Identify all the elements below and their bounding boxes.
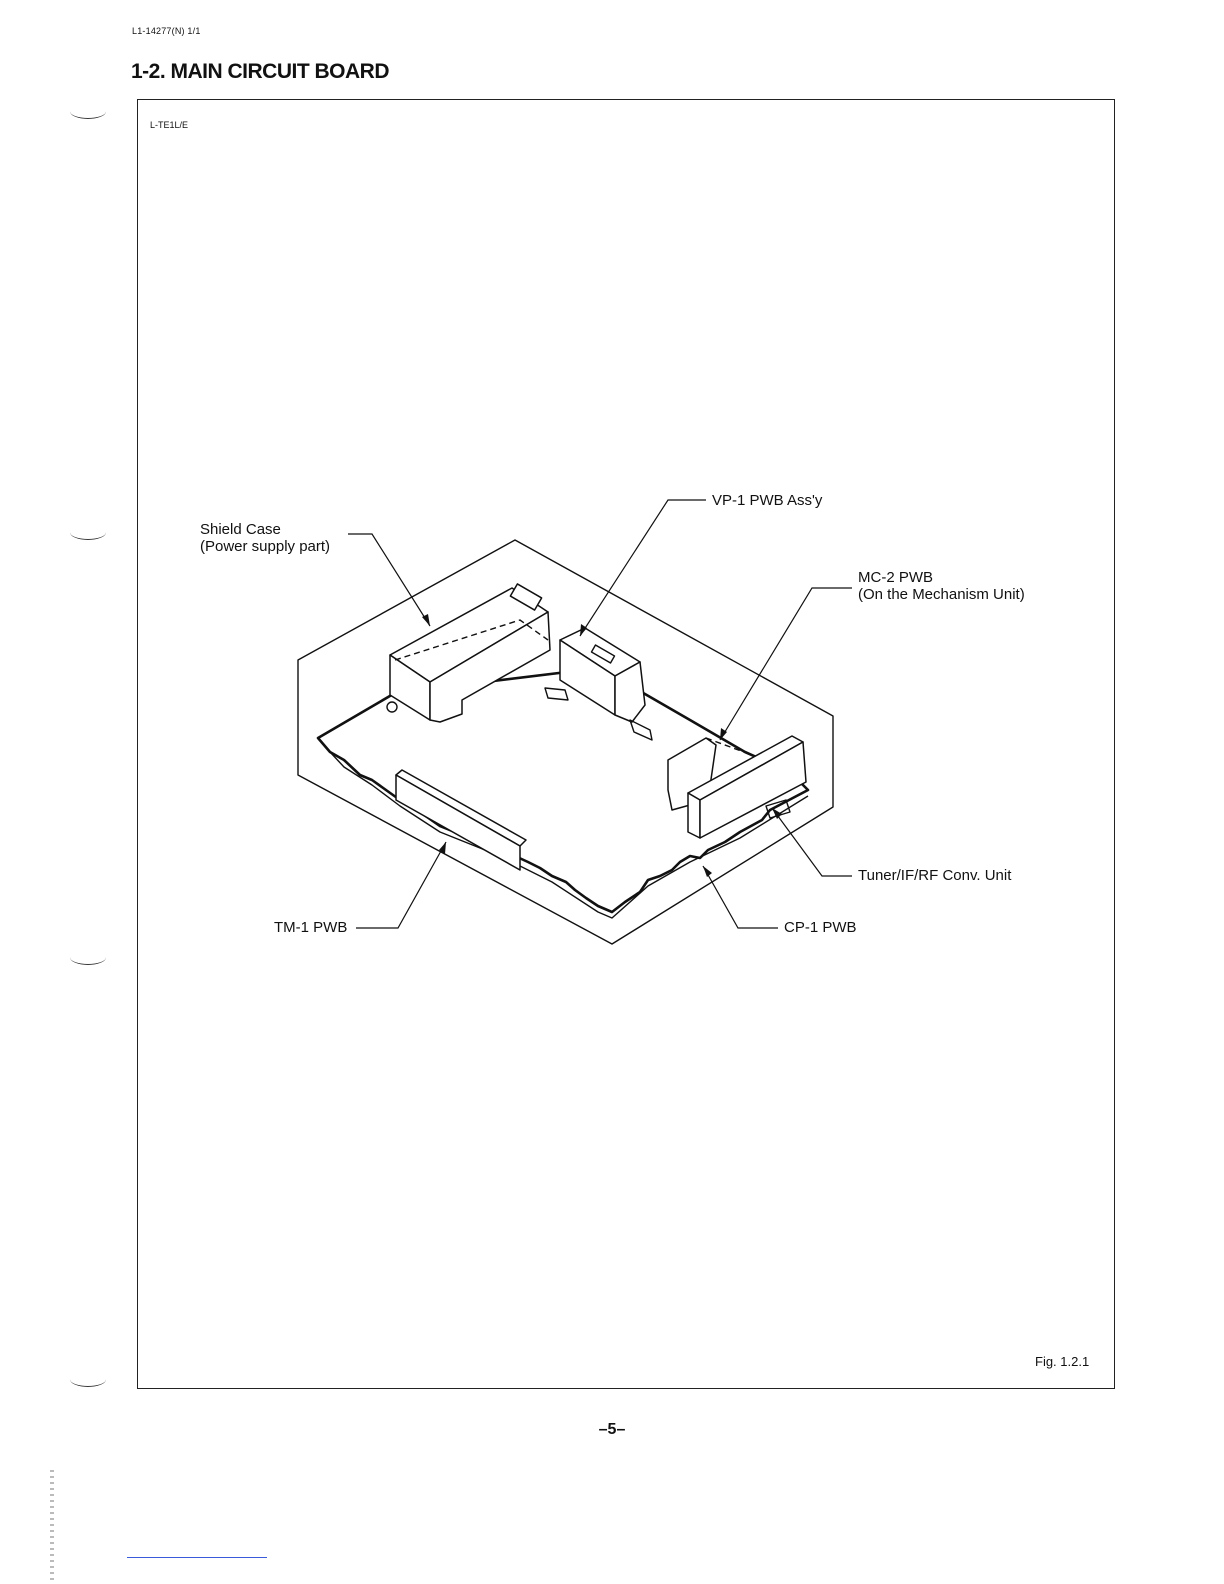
vp1-bracket-2 bbox=[630, 720, 652, 740]
vp1-bracket bbox=[545, 688, 568, 700]
page-number: –5– bbox=[0, 1421, 1224, 1439]
scan-edge-artifact bbox=[50, 1470, 54, 1580]
footer-link-underline bbox=[127, 1557, 267, 1558]
callout-mc2-line1: MC-2 PWB bbox=[858, 569, 1025, 586]
leader-vp1 bbox=[580, 500, 706, 636]
callout-shield-line1: Shield Case bbox=[200, 521, 330, 538]
callout-mc2-line2: (On the Mechanism Unit) bbox=[858, 586, 1025, 603]
tuner-front bbox=[688, 793, 700, 838]
callout-shield-case: Shield Case (Power supply part) bbox=[200, 521, 330, 555]
callout-cp1: CP-1 PWB bbox=[784, 919, 857, 936]
callout-tm1: TM-1 PWB bbox=[274, 919, 347, 936]
tm1-front bbox=[396, 775, 520, 870]
arrow-cp1 bbox=[703, 866, 712, 877]
shield-case-screw bbox=[387, 702, 397, 712]
callout-vp1: VP-1 PWB Ass'y bbox=[712, 492, 822, 509]
diagram-outline bbox=[298, 540, 833, 944]
callout-tuner: Tuner/IF/RF Conv. Unit bbox=[858, 867, 1011, 884]
leader-tuner bbox=[772, 808, 852, 876]
leader-cp1 bbox=[703, 866, 778, 928]
callout-mc2: MC-2 PWB (On the Mechanism Unit) bbox=[858, 569, 1025, 603]
figure-label: Fig. 1.2.1 bbox=[1035, 1354, 1089, 1369]
callout-shield-line2: (Power supply part) bbox=[200, 538, 330, 555]
leader-tm1 bbox=[356, 842, 446, 928]
leader-shield bbox=[348, 534, 430, 626]
